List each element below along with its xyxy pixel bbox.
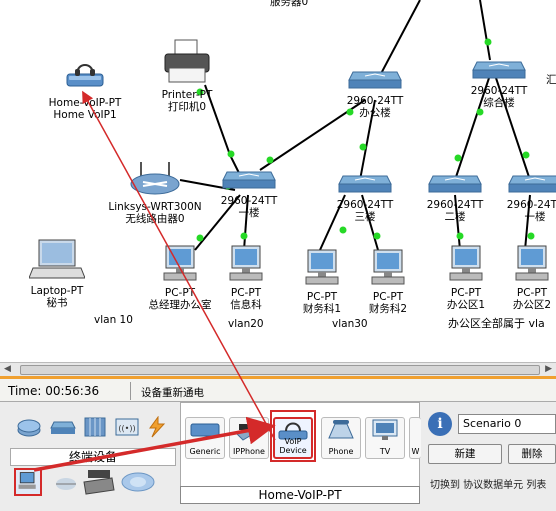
new-scenario-button[interactable]: 新建	[428, 444, 502, 464]
switch-icon	[428, 175, 482, 193]
generic-device-icon	[190, 423, 220, 437]
internet-subcategory-icon[interactable]	[118, 468, 158, 496]
server-label: 服务器0	[270, 0, 309, 8]
svg-text:((•)): ((•))	[118, 424, 135, 433]
category-title: 终端设备	[10, 448, 176, 466]
cloud-subcategory-icon[interactable]	[52, 468, 80, 496]
edge-label: 汇	[546, 74, 556, 86]
switch-icon	[222, 171, 276, 189]
pc-icon	[163, 245, 197, 281]
switch-complex[interactable]: 2960-24TT 综合楼	[464, 56, 534, 109]
printer-icon	[164, 39, 210, 83]
device-category-box: ((•)) 终端设备	[6, 408, 176, 508]
switch-2f[interactable]: 2960-24TT 二楼	[420, 170, 490, 223]
topology-workspace[interactable]: 服务器0 Home-VoIP-PT Home VoIP1 Printer-PT …	[0, 0, 556, 362]
wireless-router-icon	[130, 162, 180, 195]
realtime-bar: Time: 00:56:36 设备重新通电	[0, 376, 556, 402]
scroll-right-icon[interactable]: ▶	[545, 364, 552, 374]
end-devices-subcategory-icon[interactable]	[14, 468, 42, 496]
switch-icon	[338, 175, 392, 193]
device-type-partial[interactable]: W	[409, 417, 421, 459]
voip-device-icon	[278, 422, 308, 440]
office-area-vlan-note: 办公区全部属于 vla	[448, 317, 545, 330]
switch-1f[interactable]: 2960-24TT 一楼	[214, 166, 284, 219]
scenario-select[interactable]: Scenario 0	[458, 414, 556, 434]
scroll-left-icon[interactable]: ◀	[4, 364, 11, 374]
scenario-panel: i Scenario 0 新建 删除 切换到 协议数据单元 列表	[424, 404, 556, 509]
device-type-generic[interactable]: Generic	[185, 417, 225, 459]
pc-icon	[371, 249, 405, 285]
laptop-device[interactable]: Laptop-PT 秘书	[22, 238, 92, 309]
link-layer	[179, 0, 535, 251]
voip-adapter-icon	[66, 64, 104, 87]
printer-device[interactable]: Printer-PT 打印机0	[152, 38, 222, 113]
connections-category-icon[interactable]	[144, 416, 170, 438]
hub-category-icon[interactable]	[82, 416, 108, 438]
switch-3f[interactable]: 2960-24TT 三楼	[330, 170, 400, 223]
pc-icon	[515, 245, 549, 281]
laptop-icon	[28, 239, 86, 279]
pc-finance-2[interactable]: PC-PT 财务科2	[358, 248, 418, 315]
toggle-pdu-list-button[interactable]: 切换到 协议数据单元 列表	[430, 480, 547, 491]
ip-phone-icon	[236, 421, 264, 441]
simulation-time: Time: 00:56:36	[8, 384, 100, 398]
power-cycle-button[interactable]: 设备重新通电	[141, 387, 204, 399]
pc-area-1[interactable]: PC-PT 办公区1	[436, 244, 496, 311]
switch-icon	[348, 71, 402, 89]
divider	[130, 382, 131, 400]
switch-category-icon[interactable]	[50, 416, 76, 438]
device-type-phone[interactable]: Phone	[321, 417, 361, 459]
pc-icon	[229, 245, 263, 281]
delete-scenario-button[interactable]: 删除	[508, 444, 556, 464]
switch-1f-b[interactable]: 2960-24TT 一楼	[500, 170, 556, 223]
info-icon[interactable]: i	[428, 412, 452, 436]
home-voip-device[interactable]: Home-VoIP-PT Home VoIP1	[40, 60, 130, 121]
pc-area-2[interactable]: PC-PT 办公区2	[504, 244, 556, 311]
vlan30-note: vlan30	[332, 318, 368, 330]
tv-icon	[372, 419, 398, 440]
router-category-icon[interactable]	[16, 416, 42, 438]
wireless-router-device[interactable]: Linksys-WRT300N 无线路由器0	[100, 158, 210, 225]
highlight-voip-device	[270, 410, 316, 462]
pc-gm-office[interactable]: PC-PT 总经理办公室	[140, 244, 220, 311]
pc-finance-1[interactable]: PC-PT 财务科1	[292, 248, 352, 315]
vlan10-note: vlan 10	[94, 314, 133, 326]
vlan20-note: vlan20	[228, 318, 264, 330]
selected-model-name: Home-VoIP-PT	[180, 486, 420, 504]
device-type-voip[interactable]: VoIP Device	[273, 417, 313, 459]
pc-icon	[305, 249, 339, 285]
analog-phone-icon	[328, 420, 354, 439]
switch-icon	[472, 61, 526, 79]
switch-office[interactable]: 2960-24TT 办公楼	[340, 66, 410, 119]
pc-info[interactable]: PC-PT 信息科	[216, 244, 276, 311]
switch-icon	[508, 175, 556, 193]
scrollbar-thumb[interactable]	[20, 365, 540, 375]
device-type-tv[interactable]: TV	[365, 417, 405, 459]
workspace-scrollbar[interactable]: ◀ ▶	[0, 362, 556, 376]
pc-icon	[449, 245, 483, 281]
device-type-ipphone[interactable]: IPPhone	[229, 417, 269, 459]
server-subcategory-icon[interactable]	[82, 468, 116, 496]
wireless-category-icon[interactable]: ((•))	[114, 416, 140, 438]
